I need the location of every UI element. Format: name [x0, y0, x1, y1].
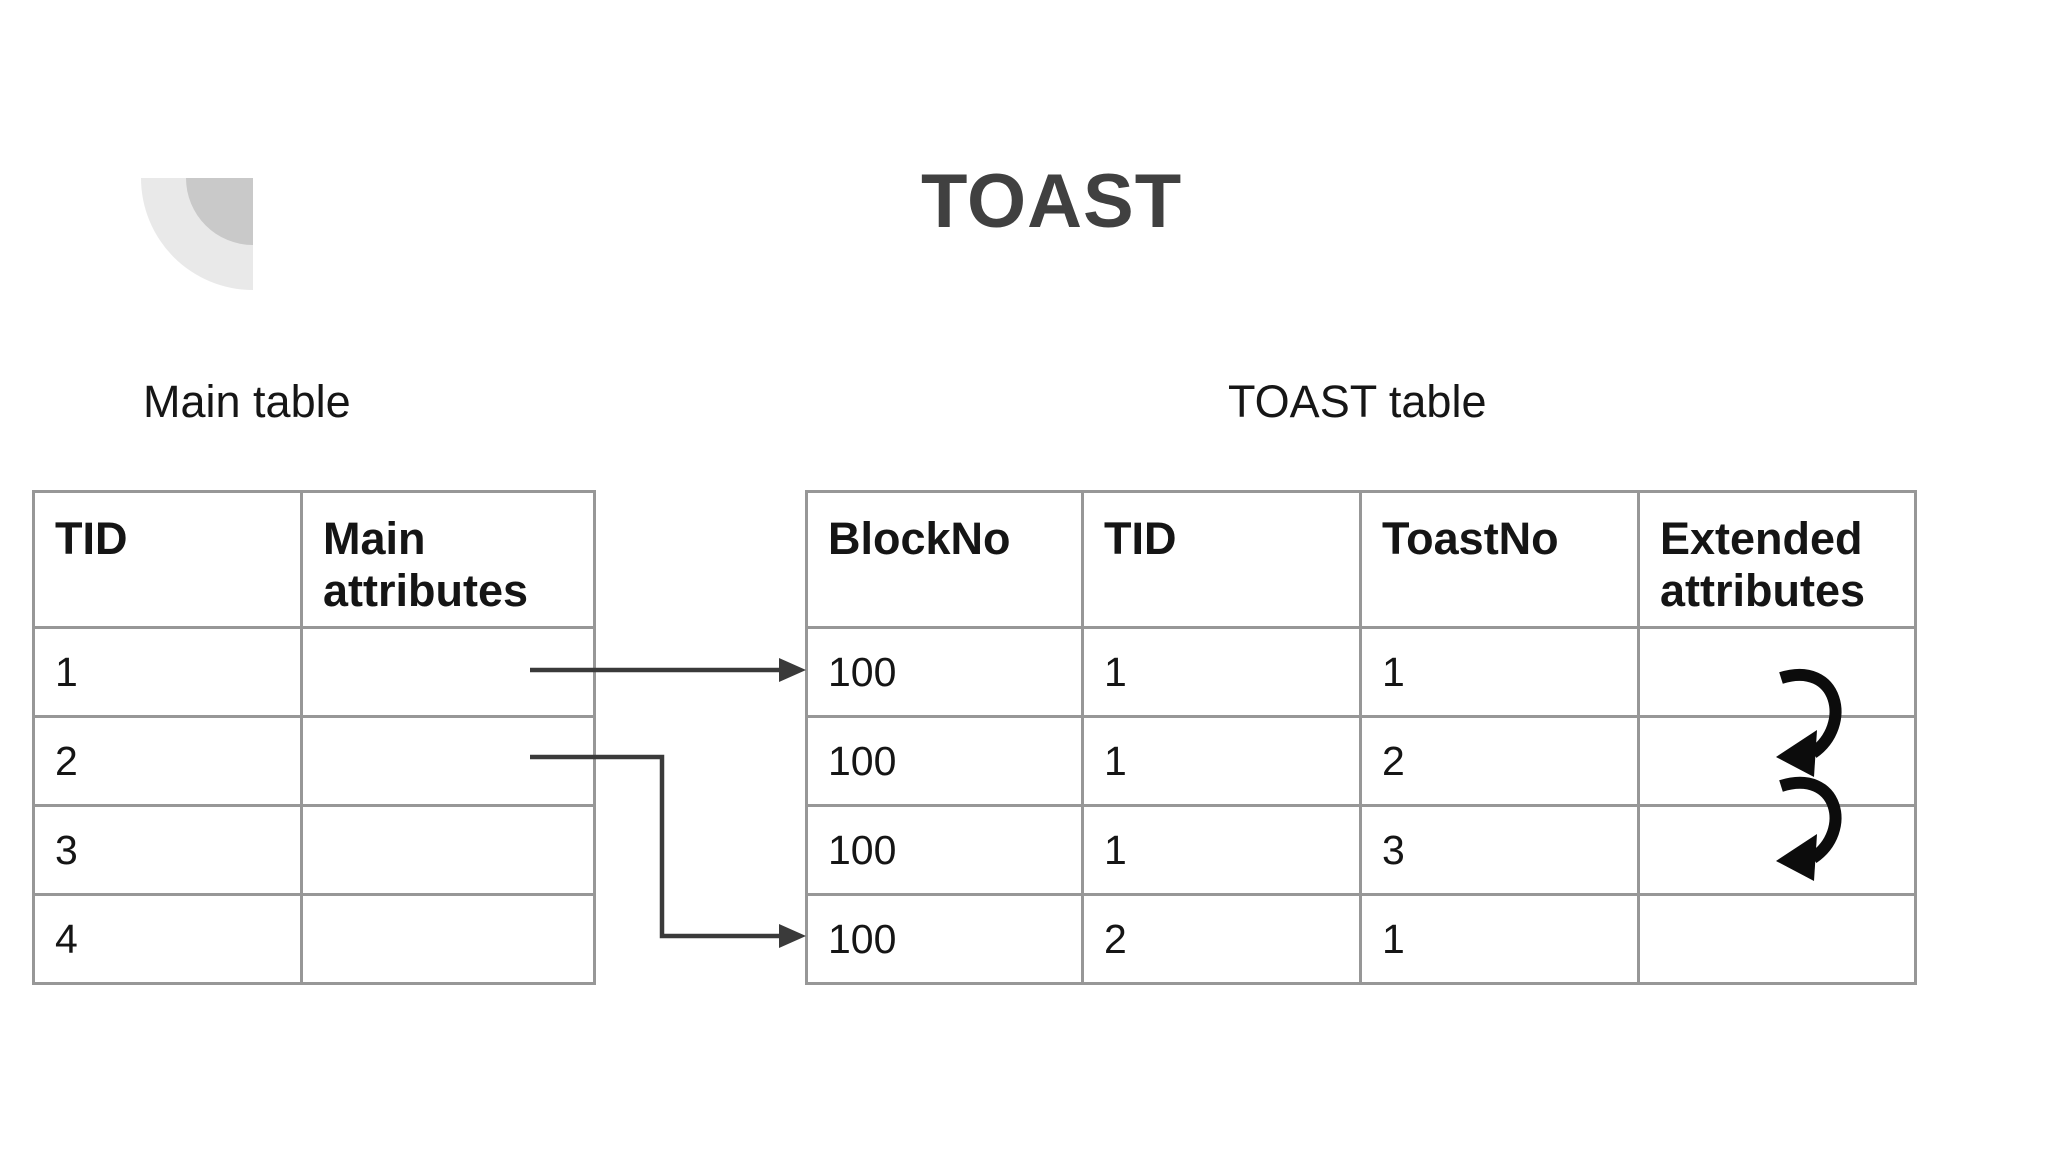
table-cell: 2	[32, 715, 303, 807]
quarter-circle-decoration	[141, 178, 253, 290]
table-cell	[1637, 893, 1917, 985]
table-row: 4	[32, 893, 596, 985]
table-row: 1	[32, 626, 596, 718]
arrowhead-icon	[779, 924, 806, 948]
table-cell: 100	[805, 715, 1084, 807]
column-header: TID	[1081, 490, 1362, 629]
table-cell: 1	[1081, 626, 1362, 718]
main-table-label: Main table	[143, 376, 351, 427]
table-cell: 4	[32, 893, 303, 985]
table-cell: 2	[1359, 715, 1640, 807]
column-header: Extended attributes	[1637, 490, 1917, 629]
slide-title: TOAST	[921, 159, 1183, 244]
table-cell: 100	[805, 893, 1084, 985]
table-cell: 100	[805, 804, 1084, 896]
table-cell: 1	[1359, 626, 1640, 718]
table-cell	[300, 715, 596, 807]
table-cell	[300, 893, 596, 985]
arrowhead-icon	[779, 658, 806, 682]
column-header: ToastNo	[1359, 490, 1640, 629]
table-cell: 1	[32, 626, 303, 718]
table-cell	[300, 626, 596, 718]
table-cell: 3	[1359, 804, 1640, 896]
toast-table-label: TOAST table	[1228, 376, 1487, 427]
column-header: BlockNo	[805, 490, 1084, 629]
table-row: 2	[32, 715, 596, 807]
table-cell: 100	[805, 626, 1084, 718]
table-cell: 1	[1359, 893, 1640, 985]
table-row: 3	[32, 804, 596, 896]
table-cell: 2	[1081, 893, 1362, 985]
table-cell	[1637, 715, 1917, 807]
table-cell	[300, 804, 596, 896]
decor-inner-arc	[186, 178, 253, 245]
table-cell	[1637, 626, 1917, 718]
table-cell	[1637, 804, 1917, 896]
column-header: TID	[32, 490, 303, 629]
table-cell: 1	[1081, 804, 1362, 896]
table-cell: 3	[32, 804, 303, 896]
table-cell: 1	[1081, 715, 1362, 807]
column-header: Main attributes	[300, 490, 596, 629]
